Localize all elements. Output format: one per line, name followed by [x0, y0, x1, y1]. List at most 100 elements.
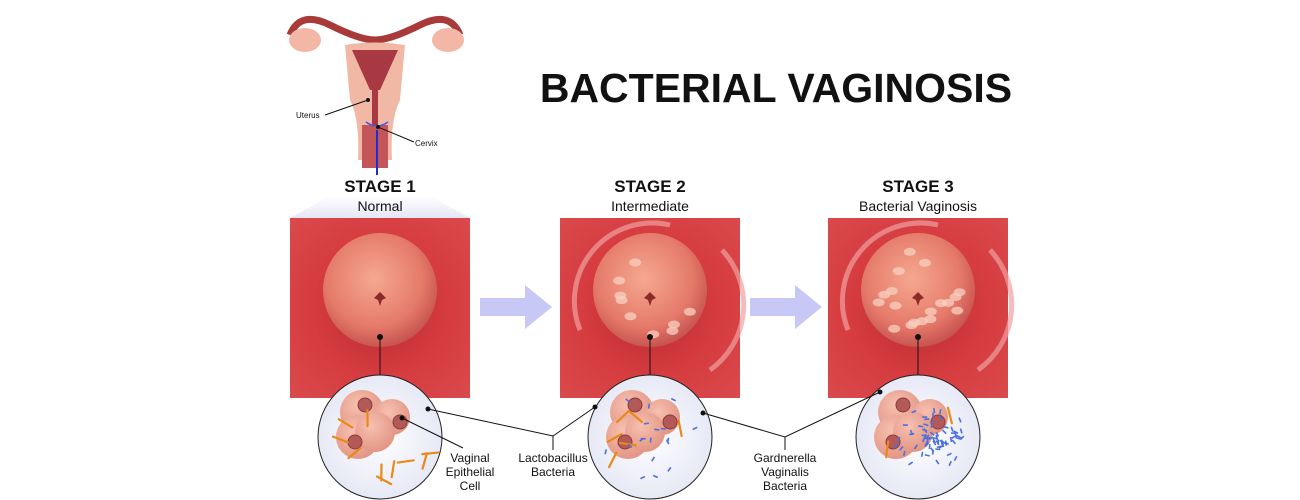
gardnerella — [924, 442, 929, 448]
gardnerella — [654, 428, 660, 431]
stage-2: STAGE 2 Intermediate — [560, 177, 747, 500]
gardnerella — [923, 433, 927, 440]
lactobacillus — [946, 406, 953, 425]
gardnerella — [625, 398, 631, 403]
gardnerella — [928, 436, 934, 441]
cell-nucleus — [627, 397, 643, 413]
cervical-os — [912, 292, 924, 306]
gardnerella — [651, 456, 656, 462]
gardnerella — [959, 435, 965, 441]
gardnerella — [604, 449, 608, 455]
gardnerella — [908, 461, 914, 466]
gardnerella — [896, 436, 901, 442]
gardnerella — [667, 466, 672, 472]
gardnerella — [924, 454, 930, 457]
callout-lactobacillus: Lactobacillus Bacteria — [518, 451, 587, 479]
gardnerella — [946, 452, 952, 457]
gardnerella — [640, 475, 646, 480]
gardnerella — [941, 441, 945, 448]
lactobacillus — [608, 451, 618, 469]
gardnerella — [956, 434, 962, 439]
lactobacillus — [615, 409, 630, 424]
gardnerella — [938, 415, 944, 420]
progression-arrow-2 — [750, 285, 822, 329]
gardnerella — [953, 430, 959, 434]
gardnerella — [932, 408, 936, 414]
cervical-os — [374, 292, 386, 306]
lactobacillus — [390, 460, 396, 479]
stage-3: STAGE 3 Bacterial Vaginosis — [828, 177, 1015, 500]
label-line: Bacteria — [763, 479, 807, 493]
lactobacillus — [677, 419, 683, 438]
gardnerella — [639, 437, 645, 442]
uterus-label: Uterus — [296, 111, 320, 120]
label-line: Bacteria — [531, 465, 575, 479]
progression-arrow-1 — [480, 285, 552, 329]
zoom-fan — [290, 196, 470, 218]
gardnerella — [918, 425, 924, 428]
gardnerella — [941, 429, 947, 435]
label-line: Vaginal — [450, 451, 489, 465]
lactobacillus — [628, 410, 643, 424]
stage-heading: STAGE 1 — [344, 177, 415, 196]
gardnerella — [652, 474, 659, 479]
gardnerella — [959, 428, 963, 434]
lactobacillus — [885, 440, 890, 459]
gardnerella — [924, 418, 930, 421]
lactobacillus — [421, 452, 429, 470]
gardnerella — [894, 444, 900, 448]
lactobacillus — [421, 451, 440, 456]
gardnerella — [929, 431, 935, 436]
gardnerella — [955, 436, 961, 440]
callout-epithelial: Vaginal Epithelial Cell — [446, 451, 495, 493]
stage-1: STAGE 1 Normal — [290, 177, 470, 500]
stage-subtitle: Bacterial Vaginosis — [859, 198, 977, 214]
uterus-illustration: Uterus Cervix — [286, 15, 464, 175]
gardnerella — [909, 432, 915, 436]
gardnerella — [953, 432, 958, 438]
cervix-view — [323, 233, 437, 347]
epithelial-cell — [625, 412, 665, 452]
stage-heading: STAGE 3 — [882, 177, 953, 196]
stage-heading: STAGE 2 — [614, 177, 685, 196]
gardnerella — [943, 442, 949, 445]
gardnerella — [649, 437, 652, 443]
cell-nucleus — [662, 414, 678, 430]
callout-lines — [401, 391, 881, 450]
gardnerella — [939, 409, 942, 415]
gardnerella — [899, 446, 904, 451]
gardnerella — [670, 397, 677, 402]
cell-nucleus — [617, 434, 633, 450]
stage-subtitle: Normal — [357, 198, 402, 214]
cervix-view — [593, 233, 707, 347]
gardnerella — [930, 447, 935, 453]
gardnerella — [925, 434, 930, 440]
gardnerella — [913, 444, 919, 450]
lactobacillus — [375, 475, 393, 486]
gardnerella — [951, 439, 957, 445]
lactobacillus — [331, 435, 350, 444]
cell-nucleus — [357, 397, 373, 413]
label-line: Cell — [460, 479, 481, 493]
lactobacillus — [606, 432, 623, 443]
gardnerella — [950, 426, 954, 432]
gardnerella — [902, 450, 906, 456]
label-line: Lactobacillus — [518, 451, 587, 465]
lactobacillus — [618, 441, 637, 447]
gardnerella — [935, 431, 940, 437]
gardnerella — [935, 440, 940, 446]
cervix-label: Cervix — [415, 139, 438, 148]
gardnerella — [953, 455, 958, 461]
stage-subtitle: Intermediate — [611, 198, 689, 214]
lactobacillus — [347, 446, 362, 460]
cervix-view — [861, 233, 975, 347]
page-title: BACTERIAL VAGINOSIS — [540, 65, 1012, 111]
gardnerella — [923, 423, 929, 427]
gardnerella — [647, 403, 651, 409]
gardnerella — [920, 451, 924, 457]
gardnerella — [666, 437, 670, 443]
gardnerella — [627, 443, 633, 449]
label-line: Epithelial — [446, 465, 495, 479]
gardnerella — [935, 448, 941, 451]
